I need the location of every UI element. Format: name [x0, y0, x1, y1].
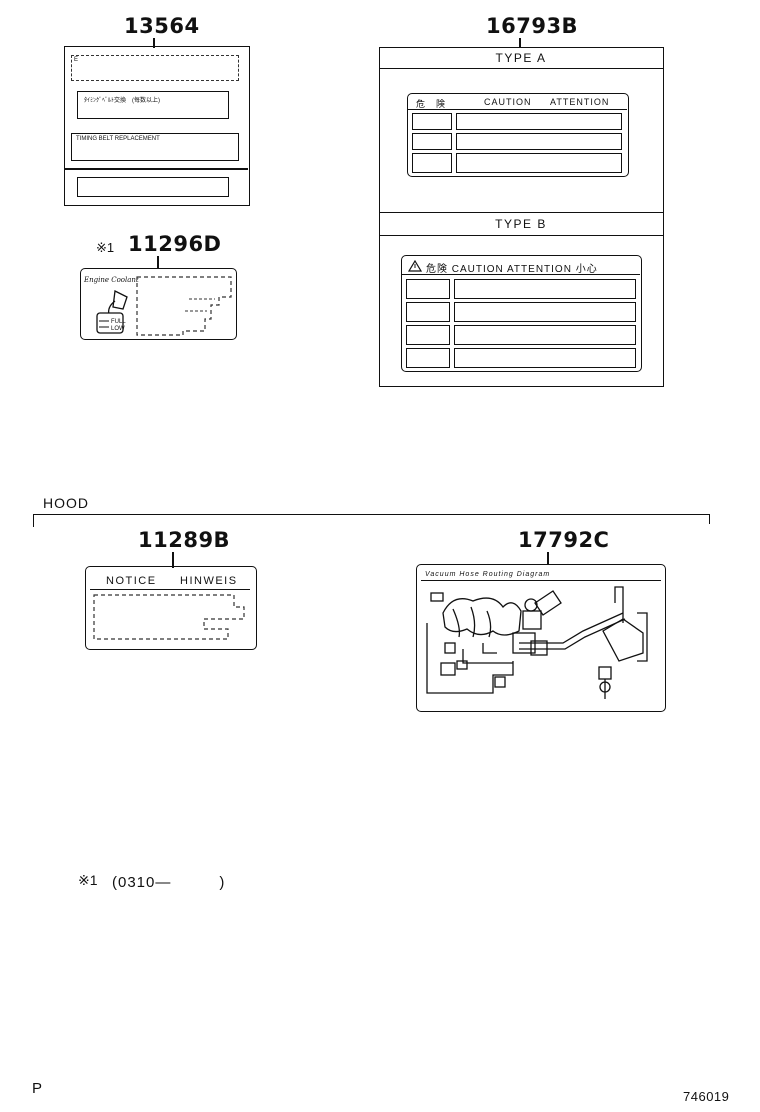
label-11296d: Engine Coolant FULL LOW — [80, 268, 237, 340]
text-field — [77, 177, 229, 197]
label-11289b: NOTICE HINWEIS — [85, 566, 257, 650]
corner-mark: E — [74, 57, 79, 63]
part-number-11289b: 11289B — [138, 528, 231, 552]
footnote-date-range: (0310— ) — [112, 874, 226, 891]
icon-cell — [406, 325, 450, 345]
type-a-heading: TYPE A — [495, 51, 547, 65]
leader-line — [519, 38, 521, 48]
divider — [402, 274, 640, 276]
leader-line — [547, 552, 549, 565]
warning-triangle-icon — [408, 260, 422, 272]
icon-cell — [406, 279, 450, 299]
text-block — [93, 594, 245, 640]
divider — [408, 109, 627, 111]
label-text: TIMING BELT REPLACEMENT — [76, 136, 160, 142]
page-letter: P — [32, 1080, 43, 1097]
coolant-bottle-icon — [96, 290, 128, 334]
label-text: ﾀｲﾐﾝｸﾞﾍﾞﾙﾄ交換 (每数以上) — [84, 98, 160, 104]
text-block — [136, 276, 232, 336]
low-mark: LOW — [111, 326, 125, 332]
caution-text: CAUTION — [484, 97, 532, 107]
notice-text: NOTICE — [106, 575, 157, 587]
text-cell — [456, 153, 622, 173]
diagram-title: Vacuum Hose Routing Diagram — [425, 571, 551, 578]
type-a-panel: 危 険 CAUTION ATTENTION — [407, 93, 629, 177]
icon-cell — [412, 133, 452, 150]
type-b-panel: 危険 CAUTION ATTENTION 小心 — [401, 255, 642, 372]
text-field: ﾀｲﾐﾝｸﾞﾍﾞﾙﾄ交換 (每数以上) — [77, 91, 229, 119]
text-cell — [454, 325, 636, 345]
text-cell — [454, 302, 636, 322]
hood-bracket-right — [709, 514, 711, 524]
diagram-id: 746019 — [683, 1089, 730, 1104]
part-number-17792c: 17792C — [518, 528, 610, 552]
footnote-marker: ※1 — [78, 872, 98, 888]
attention-text: ATTENTION — [550, 97, 610, 107]
label-13564: E ﾀｲﾐﾝｸﾞﾍﾞﾙﾄ交換 (每数以上) TIMING BELT REPLAC… — [64, 46, 250, 206]
text-cell — [454, 279, 636, 299]
hood-bracket — [33, 514, 710, 516]
part-number-16793b: 16793B — [486, 14, 579, 38]
label-17792c: Vacuum Hose Routing Diagram — [416, 564, 666, 712]
label-16793b: TYPE A 危 険 CAUTION ATTENTION TYPE B 危険 C… — [379, 47, 664, 387]
hinweis-text: HINWEIS — [180, 575, 238, 587]
type-b-heading: TYPE B — [495, 217, 547, 231]
icon-cell — [412, 113, 452, 130]
hood-section-label: HOOD — [43, 495, 89, 511]
divider — [380, 212, 663, 214]
leader-line — [157, 256, 159, 269]
leader-line — [153, 38, 155, 48]
divider — [90, 589, 250, 591]
divider — [65, 168, 248, 170]
type-b-header-text: 危険 CAUTION ATTENTION 小心 — [426, 264, 598, 275]
coolant-text: Engine Coolant — [84, 276, 139, 284]
icon-cell — [406, 302, 450, 322]
text-field: TIMING BELT REPLACEMENT — [71, 133, 239, 161]
divider — [380, 235, 663, 237]
leader-line — [172, 552, 174, 568]
hood-bracket-left — [33, 514, 35, 527]
icon-cell — [412, 153, 452, 173]
footnote-marker: ※1 — [96, 240, 115, 255]
text-field — [71, 55, 239, 81]
text-cell — [454, 348, 636, 368]
icon-cell — [406, 348, 450, 368]
text-cell — [456, 113, 622, 130]
full-mark: FULL — [111, 319, 126, 325]
divider — [380, 68, 663, 70]
divider — [421, 580, 661, 582]
part-number-13564: 13564 — [124, 14, 200, 38]
part-number-11296d: 11296D — [128, 232, 222, 256]
text-cell — [456, 133, 622, 150]
vacuum-hose-routing-diagram — [426, 586, 648, 699]
danger-kanji: 危 険 — [416, 99, 447, 109]
